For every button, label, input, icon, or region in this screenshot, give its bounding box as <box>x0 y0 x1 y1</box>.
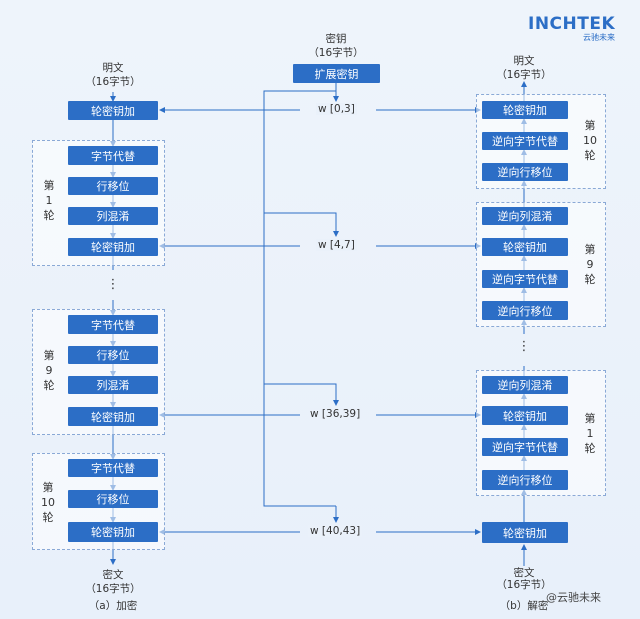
enc-r10-sub-bytes: 字节代替 <box>68 459 158 477</box>
watermark: @云驰未来 <box>546 591 601 604</box>
dec-r10-inv-shift-rows: 逆向行移位 <box>482 163 568 181</box>
enc-r10-add-round-key: 轮密钥加 <box>68 522 158 542</box>
enc-r9-sub-bytes: 字节代替 <box>68 315 158 334</box>
key-size: （16字节） <box>308 47 364 59</box>
enc-r1-shift-rows: 行移位 <box>68 177 158 195</box>
enc-r1-mix-columns: 列混淆 <box>68 207 158 225</box>
dec-input-size: （16字节） <box>496 579 552 591</box>
enc-caption: （a）加密 <box>88 600 138 612</box>
enc-ellipsis: ⋮ <box>106 277 120 292</box>
key-w-36-39: w [36,39] <box>308 408 363 420</box>
dec-initial-add-round-key: 轮密钥加 <box>482 522 568 543</box>
dec-r9-inv-sub-bytes: 逆向字节代替 <box>482 270 568 288</box>
enc-input-title: 明文 <box>102 62 124 74</box>
enc-input-size: （16字节） <box>85 76 141 88</box>
enc-output-title: 密文 <box>102 569 124 581</box>
company-logo-subtitle: 云驰未来 <box>583 33 615 42</box>
dec-r1-inv-sub-bytes: 逆向字节代替 <box>482 438 568 456</box>
enc-r9-mix-columns: 列混淆 <box>68 376 158 394</box>
dec-output-size: （16字节） <box>496 69 552 81</box>
enc-r9-shift-rows: 行移位 <box>68 346 158 364</box>
dec-r10-add-round-key: 轮密钥加 <box>482 101 568 119</box>
dec-caption: （b）解密 <box>499 600 549 612</box>
dec-r1-add-round-key: 轮密钥加 <box>482 406 568 425</box>
enc-output-size: （16字节） <box>85 583 141 595</box>
dec-r1-inv-mix-columns: 逆向列混淆 <box>482 376 568 394</box>
dec-r9-add-round-key: 轮密钥加 <box>482 238 568 256</box>
key-w-4-7: w [4,7] <box>316 239 357 251</box>
enc-initial-add-round-key: 轮密钥加 <box>68 101 158 120</box>
dec-r10-inv-sub-bytes: 逆向字节代替 <box>482 132 568 150</box>
enc-r1-add-round-key: 轮密钥加 <box>68 238 158 256</box>
key-expansion-box: 扩展密钥 <box>293 64 380 83</box>
dec-ellipsis: ⋮ <box>517 339 531 354</box>
dec-input-title: 密文 <box>513 567 535 579</box>
enc-r9-add-round-key: 轮密钥加 <box>68 407 158 426</box>
enc-r10-shift-rows: 行移位 <box>68 490 158 508</box>
key-w-40-43: w [40,43] <box>308 525 363 537</box>
dec-r1-inv-shift-rows: 逆向行移位 <box>482 470 568 490</box>
company-logo: INCHTEK <box>528 14 616 34</box>
enc-r1-sub-bytes: 字节代替 <box>68 146 158 165</box>
dec-r9-inv-mix-columns: 逆向列混淆 <box>482 207 568 225</box>
dec-r9-inv-shift-rows: 逆向行移位 <box>482 301 568 320</box>
key-w-0-3: w [0,3] <box>316 103 357 115</box>
dec-output-title: 明文 <box>513 55 535 67</box>
key-title: 密钥 <box>325 33 347 45</box>
